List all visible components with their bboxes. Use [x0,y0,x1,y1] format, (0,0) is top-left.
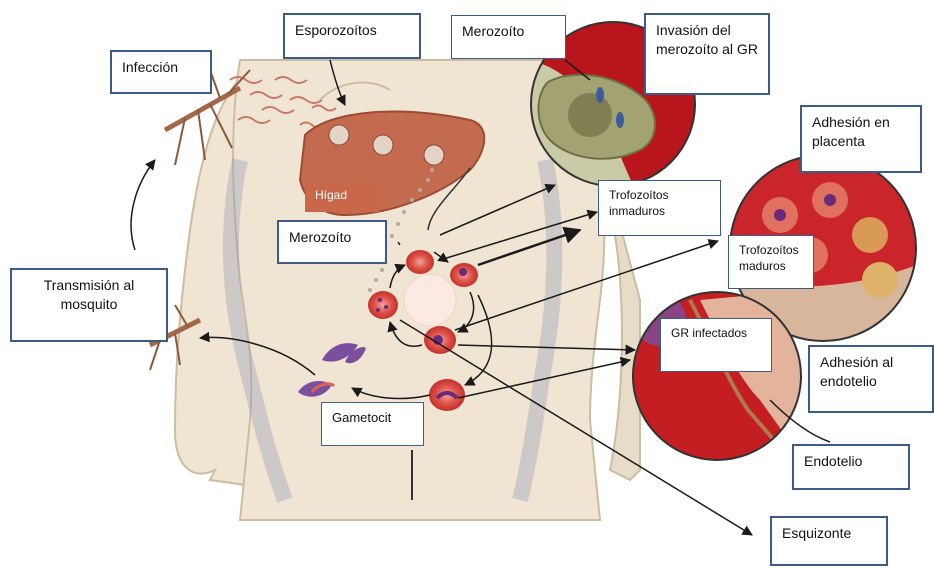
label-invasion-merozoito: Invasión del merozoíto al GR [644,13,770,95]
label-esquizonte: Esquizonte [770,516,888,566]
label-merozoito-mid: Merozoíto [277,220,387,264]
label-infeccion: Infección [110,50,212,94]
label-gr-infectados: GR infectados [660,318,772,372]
label-trofozoitos-inmaduros: Trofozoítos inmaduros [598,180,721,236]
label-higado: Hígad [305,182,379,212]
label-merozoito-top: Merozoíto [451,15,566,59]
label-gametocit: Gametocit [321,402,424,446]
label-trofozoitos-maduros: Trofozoítos maduros [728,235,814,289]
label-transmision-mosquito: Transmisión al mosquito [10,268,168,342]
label-endotelio: Endotelio [792,444,910,490]
label-adhesion-endotelio: Adhesión al endotelio [808,345,934,413]
label-esporozoitos: Esporozoítos [283,13,421,59]
label-adhesion-placenta: Adhesión en placenta [800,105,922,173]
